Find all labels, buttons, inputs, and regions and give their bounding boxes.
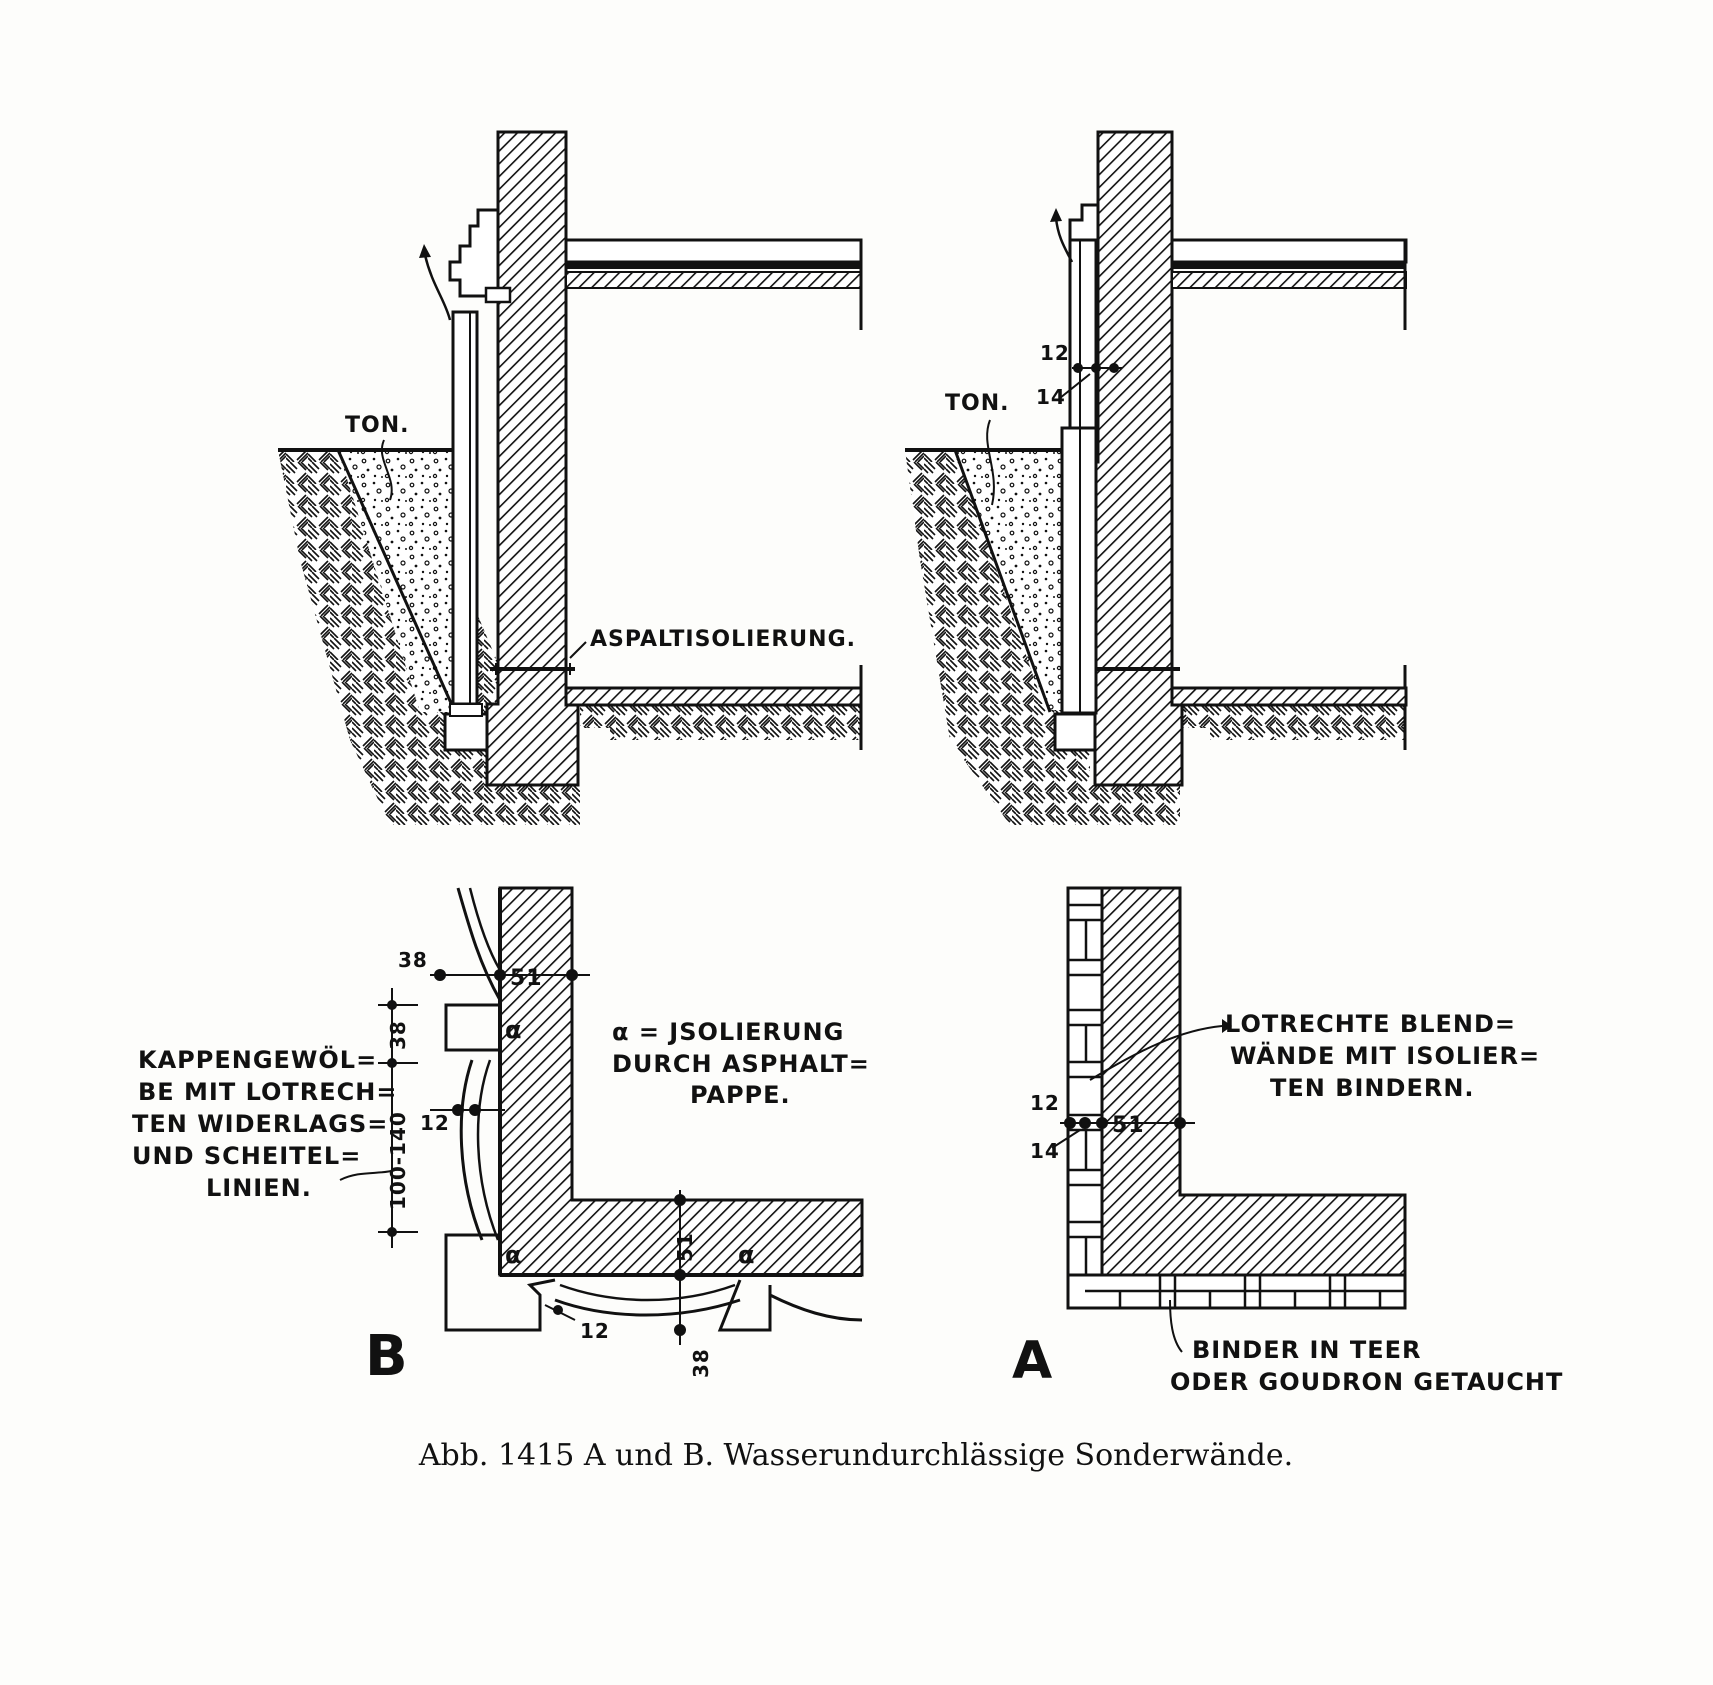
ceiling-slab	[1170, 238, 1408, 264]
section-top-right: 12 14 TON.	[905, 130, 1408, 825]
blend-text: LOTRECHTE BLEND= WÄNDE MIT ISOLIER= TEN …	[1225, 1010, 1540, 1102]
binder-text: BINDER IN TEER ODER GOUDRON GETAUCHT	[1170, 1336, 1563, 1396]
ton-leader	[986, 419, 995, 506]
figure-caption: Abb. 1415 A und B. Wasserundurchlässige …	[418, 1438, 1293, 1473]
binder-bricks	[1085, 1275, 1405, 1308]
dim-chain-vertical	[378, 988, 418, 1248]
footing-stone	[443, 712, 489, 752]
dim-side-12	[430, 1104, 505, 1116]
vault-arch-3b	[559, 1283, 736, 1302]
vault-arch-1b	[468, 887, 502, 971]
dim-51-label: 51	[1112, 1113, 1145, 1138]
dim-14-label: 14	[1030, 1139, 1060, 1163]
section-bottom-right: 12 14 51 LOTRECHTE BLEND= WÄNDE MIT ISOL…	[1012, 886, 1563, 1396]
panel-letter-a: A	[1012, 1331, 1053, 1391]
vault-line: BE MIT LOTRECH=	[138, 1078, 397, 1106]
legend-line: DURCH ASPHALT=	[612, 1050, 870, 1078]
vault-line: KAPPENGEWÖL=	[138, 1044, 377, 1074]
main-wall	[1093, 130, 1184, 787]
section-bottom-left: 38 51 38 100-140 12 51 12 38 α α α α = J…	[132, 886, 870, 1389]
vent-arrow	[423, 254, 452, 321]
ton-label: TON.	[945, 391, 1009, 416]
binder-line: ODER GOUDRON GETAUCHT	[1170, 1368, 1563, 1396]
asphalt-leader	[569, 641, 587, 659]
vault-line: LINIEN.	[206, 1174, 312, 1202]
vault-arch-1	[456, 887, 502, 1001]
slope-line	[953, 449, 1052, 713]
cornice-steps	[1068, 203, 1100, 242]
vault-arch-3	[554, 1298, 741, 1317]
dim-top	[430, 962, 590, 990]
vault-line: UND SCHEITEL=	[132, 1142, 361, 1170]
vault-arch-4	[769, 1293, 863, 1322]
dim-12-bottom-label: 12	[580, 1319, 610, 1343]
asphalt-label: ASPALTISOLIERUNG.	[590, 627, 856, 652]
vent-arrow	[1054, 217, 1074, 263]
binder-line: BINDER IN TEER	[1192, 1336, 1421, 1364]
blend-line: WÄNDE MIT ISOLIER=	[1230, 1041, 1540, 1070]
vault-line: TEN WIDERLAGS=	[132, 1110, 388, 1138]
vault-description: KAPPENGEWÖL= BE MIT LOTRECH= TEN WIDERLA…	[132, 1044, 397, 1202]
dim-51-bottom-label: 51	[673, 1232, 697, 1262]
floor-slab	[1170, 686, 1408, 707]
alpha-label: α	[738, 1241, 756, 1269]
legend-line: PAPPE.	[690, 1081, 791, 1109]
vault-arch-2	[459, 1059, 484, 1241]
outer-skin-upper	[1068, 236, 1098, 430]
footing-stone	[1053, 712, 1097, 752]
alpha-label: α	[505, 1016, 523, 1044]
dim-12-side-label: 12	[420, 1111, 450, 1135]
ceiling-hatch	[1171, 271, 1407, 289]
section-top-left: TON. ASPALTISOLIERUNG.	[278, 130, 863, 825]
dim-38-side-label: 38	[386, 1020, 410, 1050]
vault-arch-2b	[476, 1059, 500, 1241]
dim-51-top-label: 51	[510, 966, 543, 991]
asphalt-marks	[495, 663, 571, 675]
dim-38-top-label: 38	[398, 948, 428, 972]
ton-label: TON.	[345, 413, 409, 438]
blend-bricks	[1068, 903, 1102, 1275]
dim-12-label: 12	[1030, 1091, 1060, 1115]
ceiling-slab	[564, 238, 863, 264]
dim-bottom	[544, 1190, 695, 1345]
panel-letter-b: B	[365, 1324, 409, 1389]
clay-fill	[955, 450, 1065, 710]
alpha-label: α	[505, 1241, 523, 1269]
dim-100-140-label: 100-140	[386, 1111, 410, 1210]
slope-line	[336, 449, 457, 713]
legend-alpha: α = JSOLIERUNG DURCH ASPHALT= PAPPE.	[612, 1018, 870, 1109]
dim-14-leader	[1051, 1129, 1081, 1149]
dimension-ticks	[1072, 363, 1122, 373]
cornice-steps	[448, 208, 500, 298]
ton-leader	[381, 439, 393, 501]
vault-leader	[339, 1169, 396, 1181]
cornice-block	[484, 286, 512, 304]
dim-12-label: 12	[1040, 341, 1070, 365]
blend-line: LOTRECHTE BLEND=	[1225, 1010, 1516, 1038]
vent-arrowhead	[1050, 208, 1062, 222]
vent-arrowhead	[419, 244, 431, 258]
pier-outline	[444, 1003, 772, 1332]
blend-leader	[1089, 1025, 1223, 1081]
blend-arrowhead	[1222, 1019, 1232, 1033]
main-wall	[485, 130, 580, 787]
dim-14-leader	[1059, 373, 1091, 399]
ceiling-hatch	[565, 271, 862, 289]
ceiling-finish	[1172, 262, 1406, 269]
outer-skin	[451, 310, 479, 706]
blend-line: TEN BINDERN.	[1270, 1074, 1475, 1102]
floor-slab	[564, 686, 863, 707]
legend-line: α = JSOLIERUNG	[612, 1018, 844, 1046]
binder-leader	[1169, 1299, 1183, 1353]
dim-chain	[1060, 1117, 1195, 1129]
dim-38-bottom-label: 38	[689, 1348, 713, 1378]
ceiling-finish	[566, 262, 861, 269]
footing-stone-2	[449, 703, 483, 717]
